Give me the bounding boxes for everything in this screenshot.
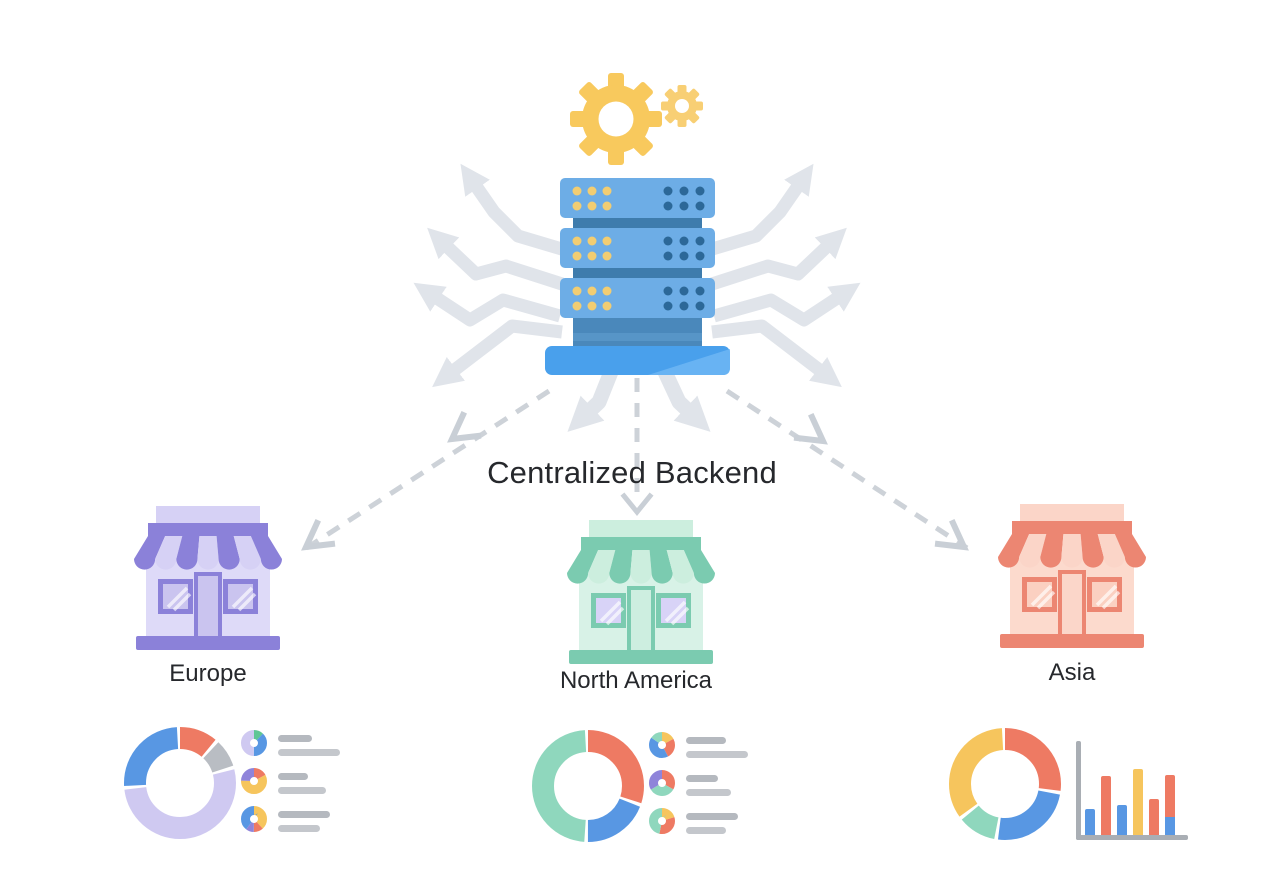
legend-item [241, 805, 340, 837]
dashed-arrowheads-icon [301, 411, 969, 551]
placeholder-text-line [278, 810, 330, 818]
region-label-asia: Asia [1048, 659, 1096, 686]
bar-group [1085, 769, 1175, 835]
storefront-icon-asia [992, 502, 1152, 652]
backend-label: Centralized Backend [487, 455, 777, 490]
bar [1133, 769, 1143, 835]
placeholder-text-line [278, 748, 340, 756]
bar-chart-x-axis [1076, 835, 1188, 840]
placeholder-text-line [686, 788, 731, 796]
region-label-north-america: North America [559, 667, 713, 694]
placeholder-text-line [278, 824, 320, 832]
europe-legend-list [241, 729, 340, 837]
asia-bar-chart [1076, 741, 1188, 840]
legend-item [241, 767, 340, 799]
legend-mini-donut-icon [241, 729, 267, 761]
region-label-europe: Europe [169, 660, 247, 687]
placeholder-text-line [278, 786, 326, 794]
placeholder-text-line [686, 826, 726, 834]
asia-donut-chart [949, 728, 1061, 845]
legend-item [649, 769, 748, 801]
down-arrows-icon [567, 368, 711, 432]
storefront-icon-north-america [561, 518, 721, 668]
legend-mini-donut-icon [241, 767, 267, 799]
legend-mini-donut-icon [241, 805, 267, 837]
bar [1149, 799, 1159, 835]
server-led-dots [572, 186, 705, 311]
dashed-arrow-connector-icon [303, 378, 969, 552]
placeholder-text-line [686, 736, 726, 744]
bar [1085, 809, 1095, 835]
legend-item [649, 807, 748, 839]
legend-mini-donut-icon [649, 807, 675, 839]
storefront-icon-europe [128, 504, 288, 654]
placeholder-text-line [278, 772, 308, 780]
europe-donut-chart [124, 727, 236, 844]
placeholder-text-line [686, 812, 738, 820]
north-america-donut-chart [532, 730, 644, 847]
server-stack-icon [545, 178, 730, 375]
bar [1101, 776, 1111, 835]
bar [1165, 775, 1175, 835]
gears-icon [570, 73, 703, 165]
placeholder-text-line [686, 774, 718, 782]
legend-item [241, 729, 340, 761]
bar [1117, 805, 1127, 835]
bar-chart-y-axis [1076, 741, 1081, 840]
north-america-legend-list [649, 731, 748, 839]
legend-mini-donut-icon [649, 769, 675, 801]
placeholder-text-line [278, 734, 312, 742]
placeholder-text-line [686, 750, 748, 758]
legend-mini-donut-icon [649, 731, 675, 763]
broadcast-arrows-icon [413, 163, 861, 388]
legend-item [649, 731, 748, 763]
